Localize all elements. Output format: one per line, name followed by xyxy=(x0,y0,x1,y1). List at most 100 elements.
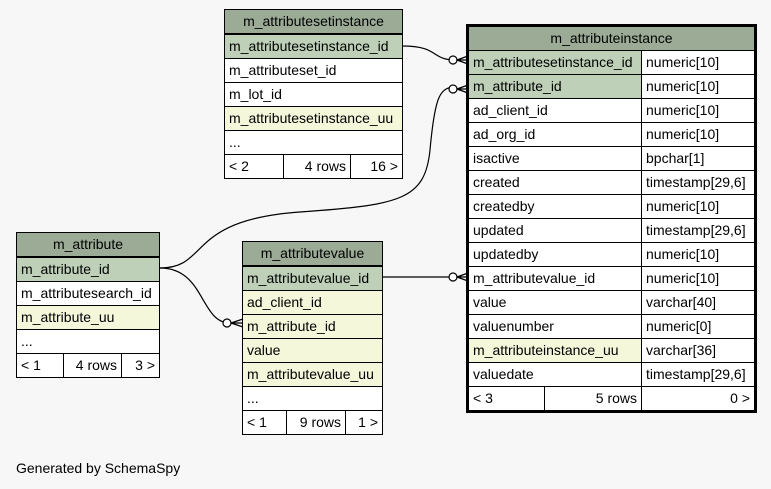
column-name: m_attributesetinstance_id xyxy=(229,38,389,54)
table-title[interactable]: m_attributesetinstance xyxy=(225,10,402,34)
column-row[interactable]: m_lot_id xyxy=(225,82,402,106)
row-count: 9 rows xyxy=(286,411,345,434)
table-title[interactable]: m_attribute xyxy=(17,233,159,257)
column-row[interactable]: m_attributevalue_uu xyxy=(243,362,382,386)
fk-line-attribute-value xyxy=(159,267,231,324)
row-count: 4 rows xyxy=(63,354,121,377)
column-name: valuedate xyxy=(473,366,534,382)
column-row[interactable]: created timestamp[29,6] xyxy=(469,170,754,194)
column-name: ... xyxy=(21,333,33,349)
row-count: 4 rows xyxy=(283,155,350,178)
table-title[interactable]: m_attributeinstance xyxy=(469,27,754,51)
column-name: created xyxy=(473,174,520,190)
column-row[interactable]: updated timestamp[29,6] xyxy=(469,218,754,242)
table-footer: < 2 4 rows 16 > xyxy=(225,154,402,178)
table-footer: < 1 9 rows 1 > xyxy=(243,410,382,434)
table-title[interactable]: m_attributevalue xyxy=(243,242,382,266)
column-name: m_attribute_uu xyxy=(21,309,115,325)
fk-marker xyxy=(448,55,458,65)
column-row[interactable]: m_attributeset_id xyxy=(225,58,402,82)
fk-marker xyxy=(222,318,232,328)
column-type: timestamp[29,6] xyxy=(641,171,754,194)
column-name: m_attributesetinstance_id xyxy=(469,51,641,74)
column-name: createdby xyxy=(473,198,535,214)
row-count: 5 rows xyxy=(544,387,641,410)
fk-marker xyxy=(448,272,458,282)
column-row[interactable]: m_attributevalue_id xyxy=(243,266,382,290)
column-name: isactive xyxy=(473,150,520,166)
table-footer: < 1 4 rows 3 > xyxy=(17,353,159,377)
column-row[interactable]: ... xyxy=(17,329,159,353)
column-row[interactable]: ... xyxy=(243,386,382,410)
column-type: numeric[10] xyxy=(641,267,754,290)
column-row[interactable]: m_attributesetinstance_uu xyxy=(225,106,402,130)
column-type: numeric[10] xyxy=(641,123,754,146)
column-type: timestamp[29,6] xyxy=(641,219,754,242)
column-name: m_attributeinstance_uu xyxy=(469,339,641,362)
column-name: m_lot_id xyxy=(229,86,282,102)
parents-count[interactable]: < 2 xyxy=(229,158,249,174)
column-type: numeric[10] xyxy=(641,195,754,218)
column-row[interactable]: m_attributevalue_id numeric[10] xyxy=(469,266,754,290)
column-type: timestamp[29,6] xyxy=(641,363,754,386)
column-type: numeric[10] xyxy=(641,243,754,266)
column-type: numeric[10] xyxy=(641,75,754,98)
column-type: numeric[10] xyxy=(641,51,754,74)
column-row[interactable]: valuenumber numeric[0] xyxy=(469,314,754,338)
fk-line-setinstance xyxy=(401,45,457,61)
column-row[interactable]: m_attributesearch_id xyxy=(17,281,159,305)
parents-count[interactable]: < 1 xyxy=(247,414,267,430)
column-name: value xyxy=(247,342,281,358)
column-name: ad_org_id xyxy=(473,126,536,142)
column-name: updated xyxy=(473,222,524,238)
table-m_attributeinstance[interactable]: m_attributeinstance m_attributesetinstan… xyxy=(466,24,757,413)
table-m_attributevalue[interactable]: m_attributevalue m_attributevalue_id ad_… xyxy=(242,241,383,435)
parents-count[interactable]: < 3 xyxy=(473,390,493,406)
column-row[interactable]: m_attribute_id xyxy=(243,314,382,338)
parents-count[interactable]: < 1 xyxy=(21,357,41,373)
column-type: varchar[40] xyxy=(641,291,754,314)
children-count[interactable]: 1 > xyxy=(345,411,382,434)
column-name: updatedby xyxy=(473,246,539,262)
column-name: m_attributevalue_id xyxy=(473,270,596,286)
column-row[interactable]: m_attribute_id xyxy=(17,257,159,281)
column-name: m_attributesearch_id xyxy=(21,285,152,301)
column-name: ad_client_id xyxy=(247,294,322,310)
column-name: m_attributesetinstance_uu xyxy=(229,110,394,126)
column-row[interactable]: updatedby numeric[10] xyxy=(469,242,754,266)
column-row[interactable]: ad_org_id numeric[10] xyxy=(469,122,754,146)
column-row[interactable]: value varchar[40] xyxy=(469,290,754,314)
column-type: numeric[10] xyxy=(641,99,754,122)
column-name: ... xyxy=(247,390,259,406)
column-row[interactable]: ... xyxy=(225,130,402,154)
column-row[interactable]: valuedate timestamp[29,6] xyxy=(469,362,754,386)
column-row[interactable]: m_attribute_uu xyxy=(17,305,159,329)
column-row[interactable]: value xyxy=(243,338,382,362)
fk-line-attribute-instance xyxy=(159,86,457,269)
column-name: m_attribute_id xyxy=(247,318,336,334)
column-name: ... xyxy=(229,134,241,150)
children-count[interactable]: 0 > xyxy=(641,387,754,410)
table-m_attribute[interactable]: m_attribute m_attribute_id m_attributese… xyxy=(16,232,160,378)
column-name: value xyxy=(473,294,507,310)
column-type: numeric[0] xyxy=(641,315,754,338)
table-footer: < 3 5 rows 0 > xyxy=(469,386,754,410)
column-row[interactable]: ad_client_id xyxy=(243,290,382,314)
fk-marker xyxy=(448,84,458,94)
column-name: m_attribute_id xyxy=(21,261,110,277)
column-name: valuenumber xyxy=(473,318,554,334)
children-count[interactable]: 3 > xyxy=(121,354,159,377)
crowfoot xyxy=(230,318,244,328)
children-count[interactable]: 16 > xyxy=(350,155,402,178)
generated-by-label: Generated by SchemaSpy xyxy=(16,460,181,476)
column-row[interactable]: m_attributesetinstance_id xyxy=(225,34,402,58)
table-m_attributesetinstance[interactable]: m_attributesetinstance m_attributesetins… xyxy=(224,9,403,179)
column-row[interactable]: createdby numeric[10] xyxy=(469,194,754,218)
column-name: m_attributevalue_id xyxy=(247,270,370,286)
